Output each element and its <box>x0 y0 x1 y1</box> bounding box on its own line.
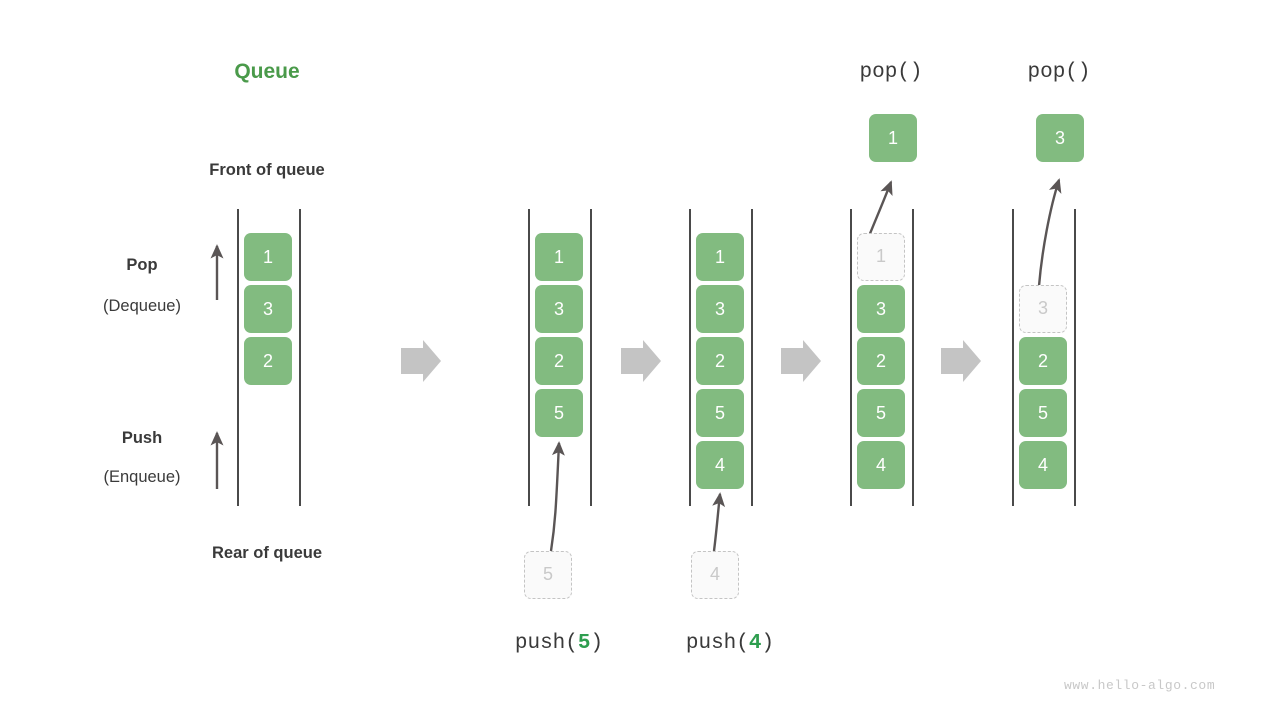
queue-cell: 5 <box>696 389 744 437</box>
queue-rail-left-stage2 <box>689 209 691 506</box>
queue-rail-right-stage3 <box>912 209 914 506</box>
queue-cell: 3 <box>857 285 905 333</box>
queue-rail-right-stage0 <box>299 209 301 506</box>
rear-of-queue-label: Rear of queue <box>211 544 323 562</box>
queue-rail-right-stage2 <box>751 209 753 506</box>
incoming-ghost-cell: 5 <box>524 551 572 599</box>
pop1-arrow <box>867 180 893 237</box>
pop-label: Pop <box>126 256 158 274</box>
queue-cell: 5 <box>535 389 583 437</box>
figure-title: Queue <box>234 60 300 83</box>
queue-cell: 2 <box>535 337 583 385</box>
queue-cell: 3 <box>696 285 744 333</box>
push4-arrow <box>712 492 726 552</box>
operation-label-push5: push(5) <box>479 632 639 655</box>
popped-cell: 1 <box>869 114 917 162</box>
queue-cell: 2 <box>1019 337 1067 385</box>
queue-cell: 1 <box>244 233 292 281</box>
transition-arrow-3 <box>781 340 821 382</box>
transition-arrow-4 <box>941 340 981 382</box>
queue-rail-left-stage4 <box>1012 209 1014 506</box>
pop-sublabel: (Dequeue) <box>103 297 181 315</box>
operation-label-push4: push(4) <box>650 632 810 655</box>
front-of-queue-label: Front of queue <box>209 161 325 179</box>
op-suffix: ) <box>590 632 604 655</box>
pop2-arrow <box>1037 178 1062 287</box>
queue-cell: 3 <box>244 285 292 333</box>
queue-cell: 3 <box>535 285 583 333</box>
push-sublabel: (Enqueue) <box>103 468 181 486</box>
push-label: Push <box>121 429 163 447</box>
transition-arrow-1 <box>401 340 441 382</box>
op-suffix: ) <box>761 632 775 655</box>
push5-arrow <box>549 441 565 552</box>
removed-ghost-cell: 3 <box>1019 285 1067 333</box>
operation-label-pop1: pop() <box>859 61 923 84</box>
queue-cell: 4 <box>1019 441 1067 489</box>
queue-cell: 1 <box>535 233 583 281</box>
incoming-ghost-cell: 4 <box>691 551 739 599</box>
popped-cell: 3 <box>1036 114 1084 162</box>
queue-cell: 2 <box>696 337 744 385</box>
op-arg: 4 <box>748 632 762 655</box>
queue-rail-left-stage0 <box>237 209 239 506</box>
op-arg: 5 <box>577 632 591 655</box>
op-prefix: push( <box>685 632 749 655</box>
queue-rail-right-stage1 <box>590 209 592 506</box>
operation-label-pop2: pop() <box>1027 61 1091 84</box>
queue-cell: 4 <box>696 441 744 489</box>
queue-rail-right-stage4 <box>1074 209 1076 506</box>
queue-rail-left-stage1 <box>528 209 530 506</box>
queue-cell: 2 <box>244 337 292 385</box>
removed-ghost-cell: 1 <box>857 233 905 281</box>
watermark: www.hello-algo.com <box>1064 678 1216 693</box>
queue-cell: 5 <box>1019 389 1067 437</box>
queue-cell: 1 <box>696 233 744 281</box>
queue-cell: 2 <box>857 337 905 385</box>
queue-cell: 4 <box>857 441 905 489</box>
queue-cell: 5 <box>857 389 905 437</box>
op-prefix: push( <box>514 632 578 655</box>
queue-rail-left-stage3 <box>850 209 852 506</box>
transition-arrow-2 <box>621 340 661 382</box>
